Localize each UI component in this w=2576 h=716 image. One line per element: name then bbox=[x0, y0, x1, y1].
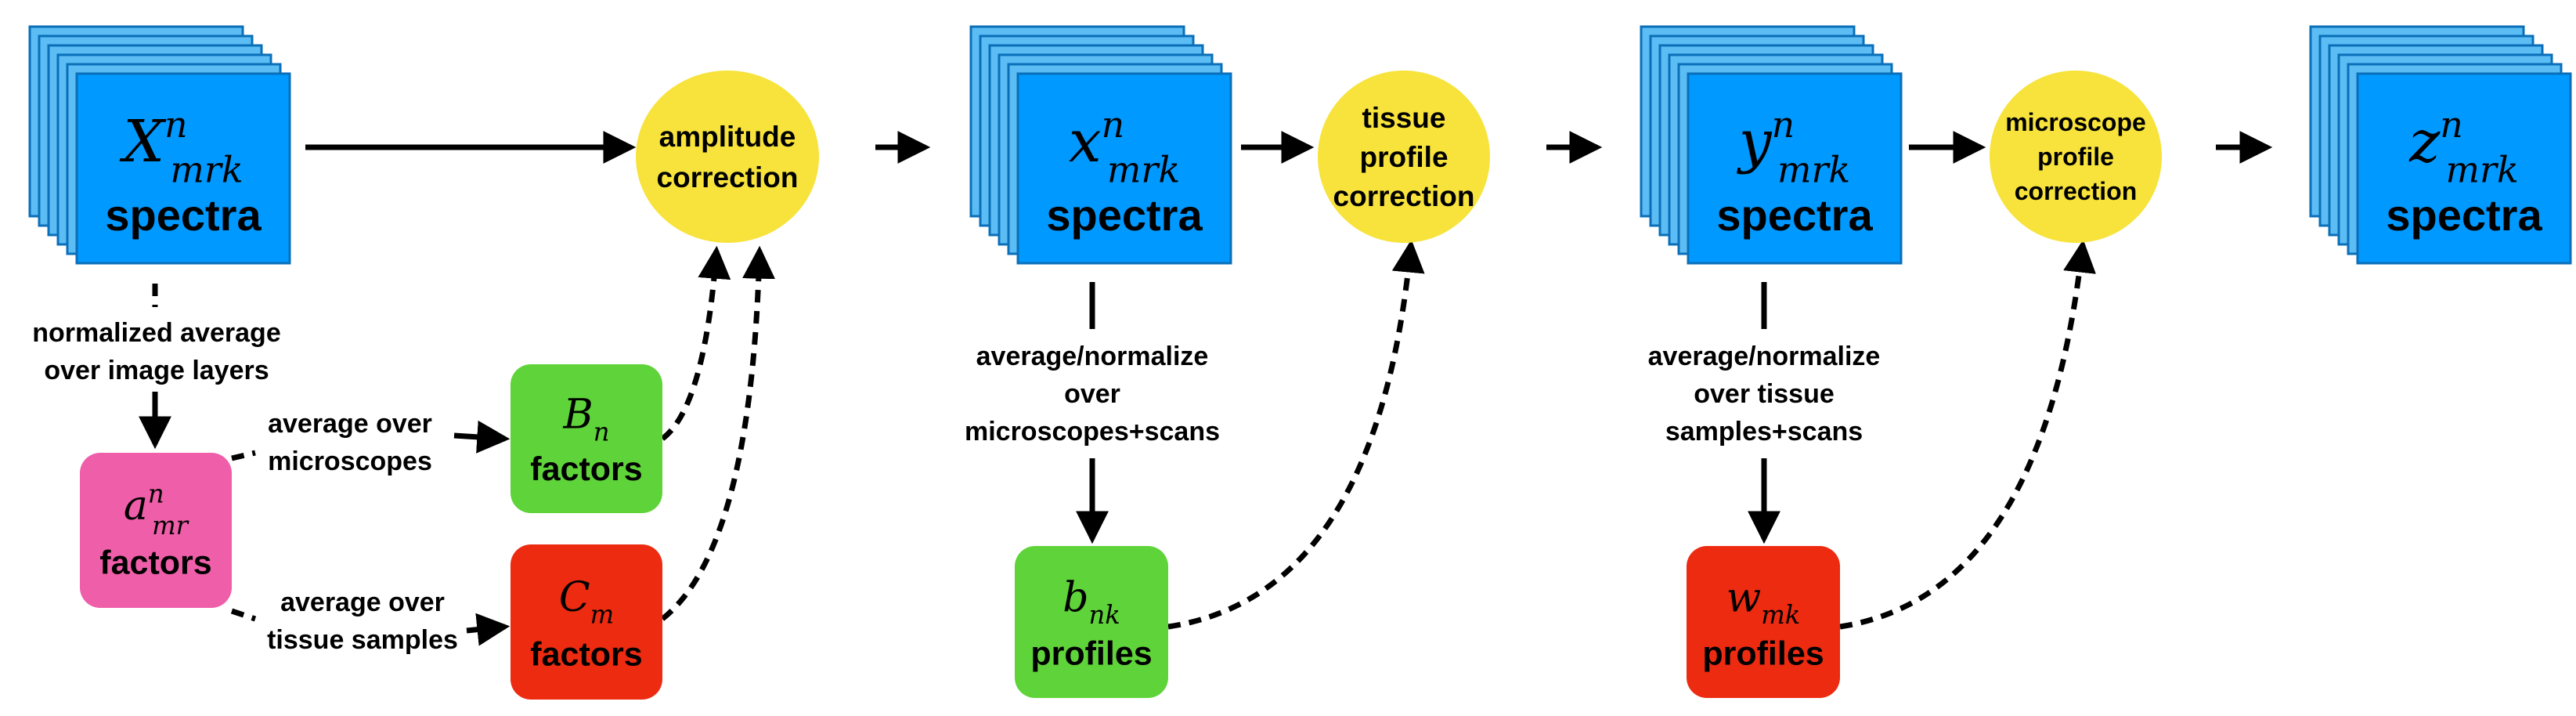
box-shape bbox=[511, 364, 662, 513]
step-label: tissue profile correction bbox=[1333, 102, 1475, 212]
step-label-line: amplitude bbox=[659, 121, 796, 153]
stack-label: spectra bbox=[105, 190, 262, 240]
box-label: factors bbox=[530, 635, 642, 673]
step-tissue: tissue profile correction bbox=[1318, 71, 1490, 243]
step-circle bbox=[636, 71, 819, 243]
stack-front bbox=[1016, 72, 1232, 265]
arrow-B-to-amp bbox=[660, 245, 731, 441]
box-symbol: bnk bbox=[1063, 574, 1120, 630]
step-label-line: correction bbox=[1333, 180, 1475, 212]
step-label: amplitude correction bbox=[657, 121, 799, 193]
arrow-w-to-micro bbox=[1839, 239, 2096, 630]
edge-label-avg_micro-line: microscopes bbox=[268, 447, 432, 476]
box-label: profiles bbox=[1702, 635, 1824, 672]
step-label-line: correction bbox=[657, 161, 799, 193]
box-shape bbox=[80, 453, 232, 608]
stack-front bbox=[2356, 72, 2572, 265]
edge-label-avg_tissue: average over tissue samples bbox=[267, 588, 458, 655]
step-label-line: correction bbox=[2015, 177, 2137, 205]
edge-label-avg_micro-line: average over bbox=[268, 409, 432, 439]
step-label-line: profile bbox=[2037, 143, 2114, 171]
stack-label: spectra bbox=[1716, 190, 1873, 240]
step-micro: microscope profile correction bbox=[1990, 71, 2162, 243]
edge-a-to-micro-label bbox=[231, 450, 256, 461]
edge-label-avg_tissue-line: average over bbox=[280, 588, 445, 617]
step-label-line: tissue bbox=[1362, 102, 1446, 134]
step-label-line: profile bbox=[1359, 141, 1448, 173]
edge-label-avg_norm_1-line: microscopes+scans bbox=[965, 417, 1220, 447]
box-shape bbox=[1015, 546, 1168, 698]
box-label: factors bbox=[530, 450, 642, 488]
edge-label-avg_micro: average over microscopes bbox=[268, 409, 432, 476]
edge-label-avg_norm_1-line: average/normalize bbox=[976, 342, 1209, 371]
edge-a-to-tissue-label bbox=[230, 608, 257, 622]
stack-front bbox=[1687, 72, 1903, 265]
edge-label-avg_tissue-line: tissue samples bbox=[267, 625, 458, 655]
edge-label-avg_norm_2-line: over tissue bbox=[1694, 379, 1835, 409]
box-symbol: wmk bbox=[1726, 574, 1801, 630]
edge-label-avg_norm_2-line: samples+scans bbox=[1665, 417, 1863, 447]
arrow-tissue-label-to-C bbox=[466, 613, 511, 646]
edge-label-norm_avg-line: normalized average bbox=[32, 318, 280, 348]
edge-label-avg_norm_1: average/normalize over microscopes+scans bbox=[965, 342, 1220, 447]
edges-layer bbox=[139, 131, 2273, 646]
box-w: wmk profiles bbox=[1687, 546, 1840, 698]
step-label: microscope profile correction bbox=[2005, 108, 2146, 205]
box-C: Cm factors bbox=[511, 544, 662, 700]
step-circle bbox=[1318, 71, 1490, 243]
stack-label: spectra bbox=[1046, 190, 1203, 240]
box-label: profiles bbox=[1030, 635, 1152, 672]
edge-label-avg_norm_2: average/normalize over tissue samples+scan… bbox=[1648, 342, 1881, 447]
box-shape bbox=[1687, 546, 1840, 698]
labels-layer: normalized average over image layers avera… bbox=[32, 318, 1880, 655]
box-shape bbox=[511, 544, 662, 700]
arrow-C-to-amp bbox=[660, 245, 776, 621]
step-circle bbox=[1990, 71, 2162, 243]
edge-label-norm_avg: normalized average over image layers bbox=[32, 318, 280, 385]
box-symbol: Cm bbox=[559, 574, 614, 630]
edge-label-avg_norm_2-line: average/normalize bbox=[1648, 342, 1881, 371]
stack-front bbox=[75, 72, 291, 265]
edge-label-norm_avg-line: over image layers bbox=[44, 356, 269, 385]
box-label: factors bbox=[99, 544, 211, 581]
stack-label: spectra bbox=[2386, 190, 2542, 240]
box-symbol: Bn bbox=[563, 392, 610, 447]
arrow-micro-label-to-B bbox=[453, 420, 511, 454]
step-label-line: microscope bbox=[2005, 108, 2146, 136]
edge-label-avg_norm_1-line: over bbox=[1064, 379, 1120, 409]
box-b: bnk profiles bbox=[1015, 546, 1168, 698]
step-amp: amplitude correction bbox=[636, 71, 819, 243]
